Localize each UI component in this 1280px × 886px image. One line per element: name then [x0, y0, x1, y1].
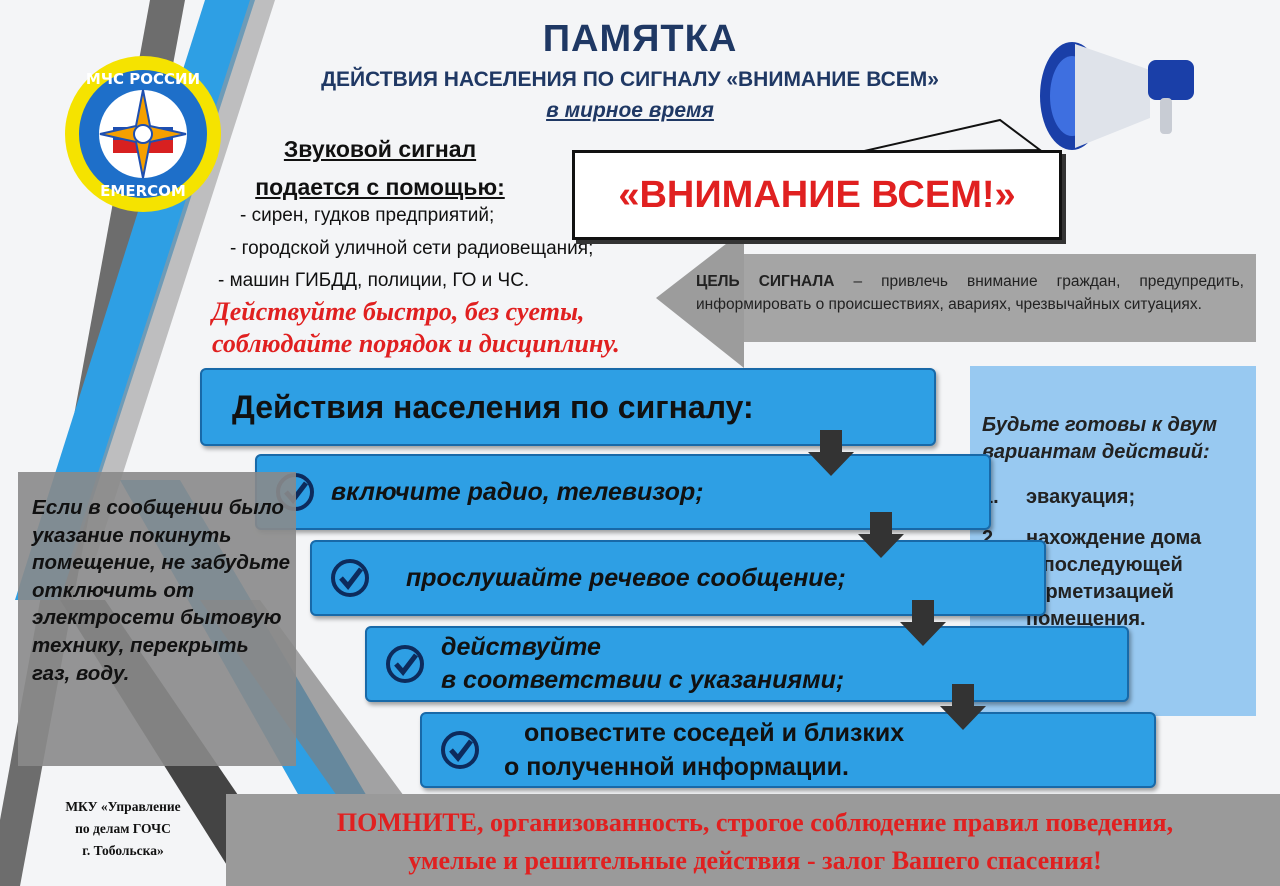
action-step-text: прослушайте речевое сообщение; [406, 563, 846, 592]
alarm-label: «ВНИМАНИЕ ВСЕМ!» [618, 173, 1016, 216]
goal-text: – привлечь внимание граждан, предупредит… [696, 273, 1244, 313]
down-arrow-icon [858, 512, 904, 558]
ready-item-text: нахождение дома с последующей герметизац… [1026, 527, 1202, 630]
sound-heading-line1: Звуковой сигнал [283, 136, 477, 162]
organization-line1: МКУ «Управление [65, 799, 181, 814]
check-icon [386, 645, 424, 683]
actions-heading: Действия населения по сигналу: [232, 388, 754, 425]
page-subtitle-period: в мирное время [546, 99, 714, 122]
remember-line2: умелые и решительные действия - залог Ва… [408, 846, 1102, 875]
ready-item-text: эвакуация; [1026, 486, 1136, 508]
check-icon [331, 559, 369, 597]
megaphone-icon [1040, 42, 1194, 150]
check-icon [441, 731, 479, 769]
sound-heading-line2: подается с помощью: [255, 174, 505, 200]
left-note-box [18, 472, 296, 766]
action-step-line1: действуйте [441, 633, 601, 661]
action-step-line2: о полученной информации. [504, 753, 849, 781]
down-arrow-icon [900, 600, 946, 646]
sound-item-1: - сирен, гудков предприятий; [240, 205, 495, 226]
page-subtitle: ДЕЙСТВИЯ НАСЕЛЕНИЯ ПО СИГНАЛУ «ВНИМАНИЕ … [321, 68, 939, 91]
ready-heading: Будьте готовы к двум вариантам действий: [982, 414, 1218, 463]
act-fast-line2: соблюдайте порядок и дисциплину. [212, 329, 620, 358]
organization-name: МКУ «Управление по делам ГОЧС г. Тобольс… [28, 796, 218, 862]
action-step-3: действуйте в соответствии с указаниями; [365, 626, 1129, 702]
ready-content: Будьте готовы к двум вариантам действий:… [982, 412, 1252, 633]
down-arrow-icon [940, 684, 986, 730]
organization-line2: по делам ГОЧС [75, 821, 171, 836]
organization-line3: г. Тобольска» [82, 843, 164, 858]
act-fast-line1: Действуйте быстро, без суеты, [212, 297, 585, 326]
actions-heading-box: Действия населения по сигналу: [200, 368, 936, 446]
action-step-text: действуйте в соответствии с указаниями; [441, 631, 844, 697]
sound-item-2: - городской уличной сети радиовещания; [230, 238, 594, 259]
emercom-logo: МЧС РОССИИ EMERCOM [65, 56, 221, 212]
alarm-signal-box: «ВНИМАНИЕ ВСЕМ!» [572, 150, 1062, 240]
act-fast-note: Действуйте быстро, без суеты, соблюдайте… [212, 296, 692, 360]
logo-bottom-text: EMERCOM [100, 182, 186, 200]
action-step-text: включите радио, телевизор; [331, 477, 704, 506]
action-step-4: оповестите соседей и близких о полученно… [420, 712, 1156, 788]
action-step-1: включите радио, телевизор; [255, 454, 991, 530]
logo-top-text: МЧС РОССИИ [86, 70, 200, 88]
sound-heading: Звуковой сигнал подается с помощью: [230, 130, 530, 206]
remember-line1: ПОМНИТЕ, организованность, строгое соблю… [336, 808, 1174, 837]
action-step-line2: в соответствии с указаниями; [441, 666, 845, 694]
remember-box [226, 794, 1280, 886]
sound-item-3: - машин ГИБДД, полиции, ГО и ЧС. [218, 270, 530, 291]
left-note-text: Если в сообщении было указание покинуть … [32, 496, 290, 685]
signal-goal: ЦЕЛЬ СИГНАЛА – привлечь внимание граждан… [696, 270, 1244, 316]
goal-label: ЦЕЛЬ СИГНАЛА [696, 273, 835, 290]
ready-item-1: 1. эвакуация; [982, 484, 1252, 511]
remember-text: ПОМНИТЕ, организованность, строгое соблю… [240, 804, 1270, 880]
ready-item-2: 2. нахождение дома с последующей гермети… [982, 525, 1252, 633]
action-step-line1: оповестите соседей и близких [524, 719, 905, 747]
down-arrow-icon [808, 430, 854, 476]
page-title: ПАМЯТКА [542, 18, 738, 60]
action-step-text: оповестите соседей и близких о полученно… [496, 716, 904, 784]
